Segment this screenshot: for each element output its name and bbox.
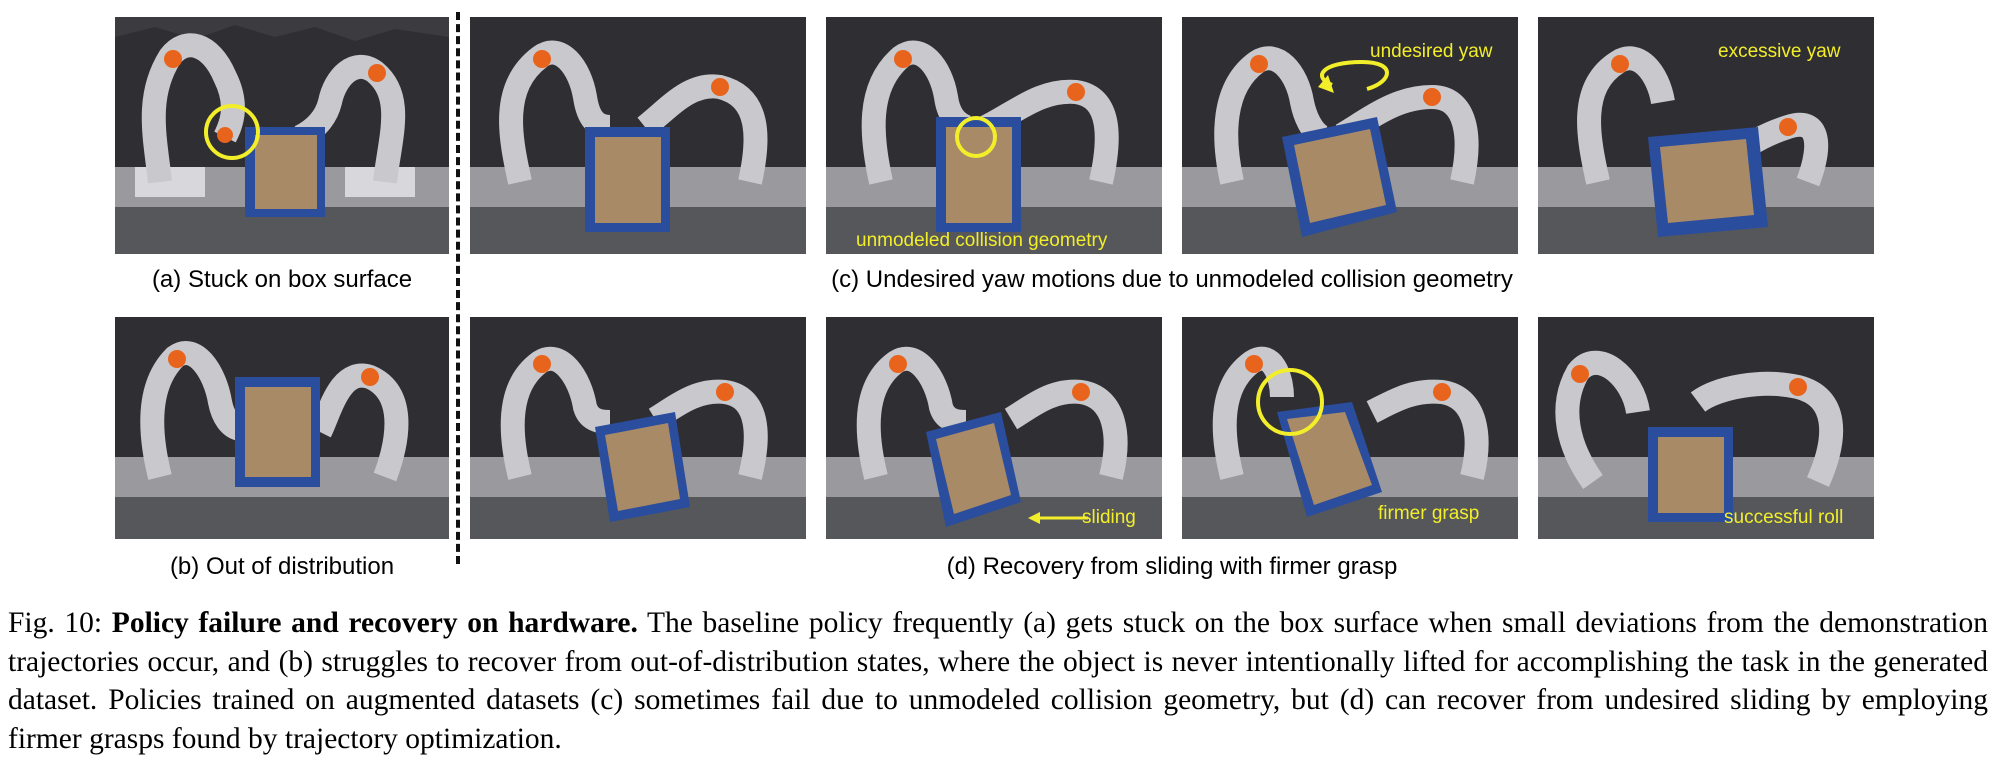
photo-b-out-of-distribution — [115, 317, 449, 539]
figure-caption: Fig. 10: Policy failure and recovery on … — [8, 604, 1988, 758]
photo-c4: excessive yaw — [1538, 17, 1874, 254]
annotation-excessive-yaw: excessive yaw — [1718, 41, 1841, 62]
photo-d4: successful roll — [1538, 317, 1874, 539]
dashed-divider — [456, 12, 460, 564]
caption-label: Fig. 10: — [8, 607, 103, 639]
annotation-successful-roll: successful roll — [1724, 507, 1844, 528]
annotation-firmer-grasp: firmer grasp — [1378, 503, 1480, 524]
sublabel-c: (c) Undesired yaw motions due to unmodel… — [831, 266, 1513, 293]
photo-d2: sliding — [826, 317, 1162, 539]
sublabel-a: (a) Stuck on box surface — [151, 266, 413, 293]
sublabel-d: (d) Recovery from sliding with firmer gr… — [946, 553, 1398, 580]
annotation-unmodeled-collision: unmodeled collision geometry — [856, 230, 1108, 251]
photo-c1 — [470, 17, 806, 254]
caption-body: The baseline policy frequently (a) gets … — [8, 607, 1989, 755]
photo-a-stuck — [115, 17, 449, 254]
annotation-undesired-yaw: undesired yaw — [1370, 41, 1493, 62]
photo-c2: unmodeled collision geometry — [826, 17, 1162, 254]
caption-title: Policy failure and recovery on hardware. — [111, 607, 638, 639]
sublabel-b: (b) Out of distribution — [169, 553, 395, 580]
photo-d1 — [470, 317, 806, 539]
photo-d3: firmer grasp — [1182, 317, 1518, 539]
annotation-sliding: sliding — [1082, 507, 1136, 528]
photo-c3: undesired yaw — [1182, 17, 1518, 254]
